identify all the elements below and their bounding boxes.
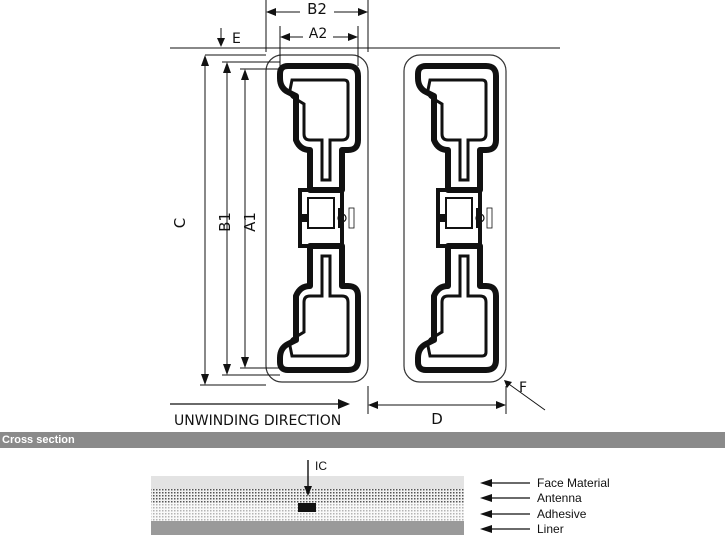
layer-antenna xyxy=(151,489,464,503)
layer-label-liner: Liner xyxy=(537,522,564,536)
dim-label-f: F xyxy=(519,380,527,396)
dim-label-a2: A2 xyxy=(309,26,327,42)
layer-liner xyxy=(151,521,464,535)
ic-chip xyxy=(298,503,316,512)
layer-label-face-material: Face Material xyxy=(537,476,610,490)
ic-label: IC xyxy=(315,459,327,473)
layer-label-adhesive: Adhesive xyxy=(537,507,587,521)
layer-label-antenna: Antenna xyxy=(537,491,582,505)
cross-section-diagram: IC Face Material Antenna Adhesive Liner xyxy=(151,459,610,536)
dim-label-d: D xyxy=(431,410,443,428)
dim-label-b2: B2 xyxy=(307,0,327,18)
dim-label-e: E xyxy=(232,31,241,47)
dim-label-c: C xyxy=(171,218,189,228)
label-outline-right xyxy=(403,54,507,383)
label-outline-left xyxy=(265,54,369,383)
inlay-dimension-diagram: B2 A2 E C B1 A1 UNWINDING DIRECTION D F xyxy=(170,0,560,429)
cross-section-header: Cross section xyxy=(0,432,725,448)
unwinding-direction-label: UNWINDING DIRECTION xyxy=(174,413,341,429)
cross-section-title: Cross section xyxy=(2,434,75,446)
dim-label-a1: A1 xyxy=(241,212,259,232)
dim-label-b1: B1 xyxy=(216,212,234,232)
